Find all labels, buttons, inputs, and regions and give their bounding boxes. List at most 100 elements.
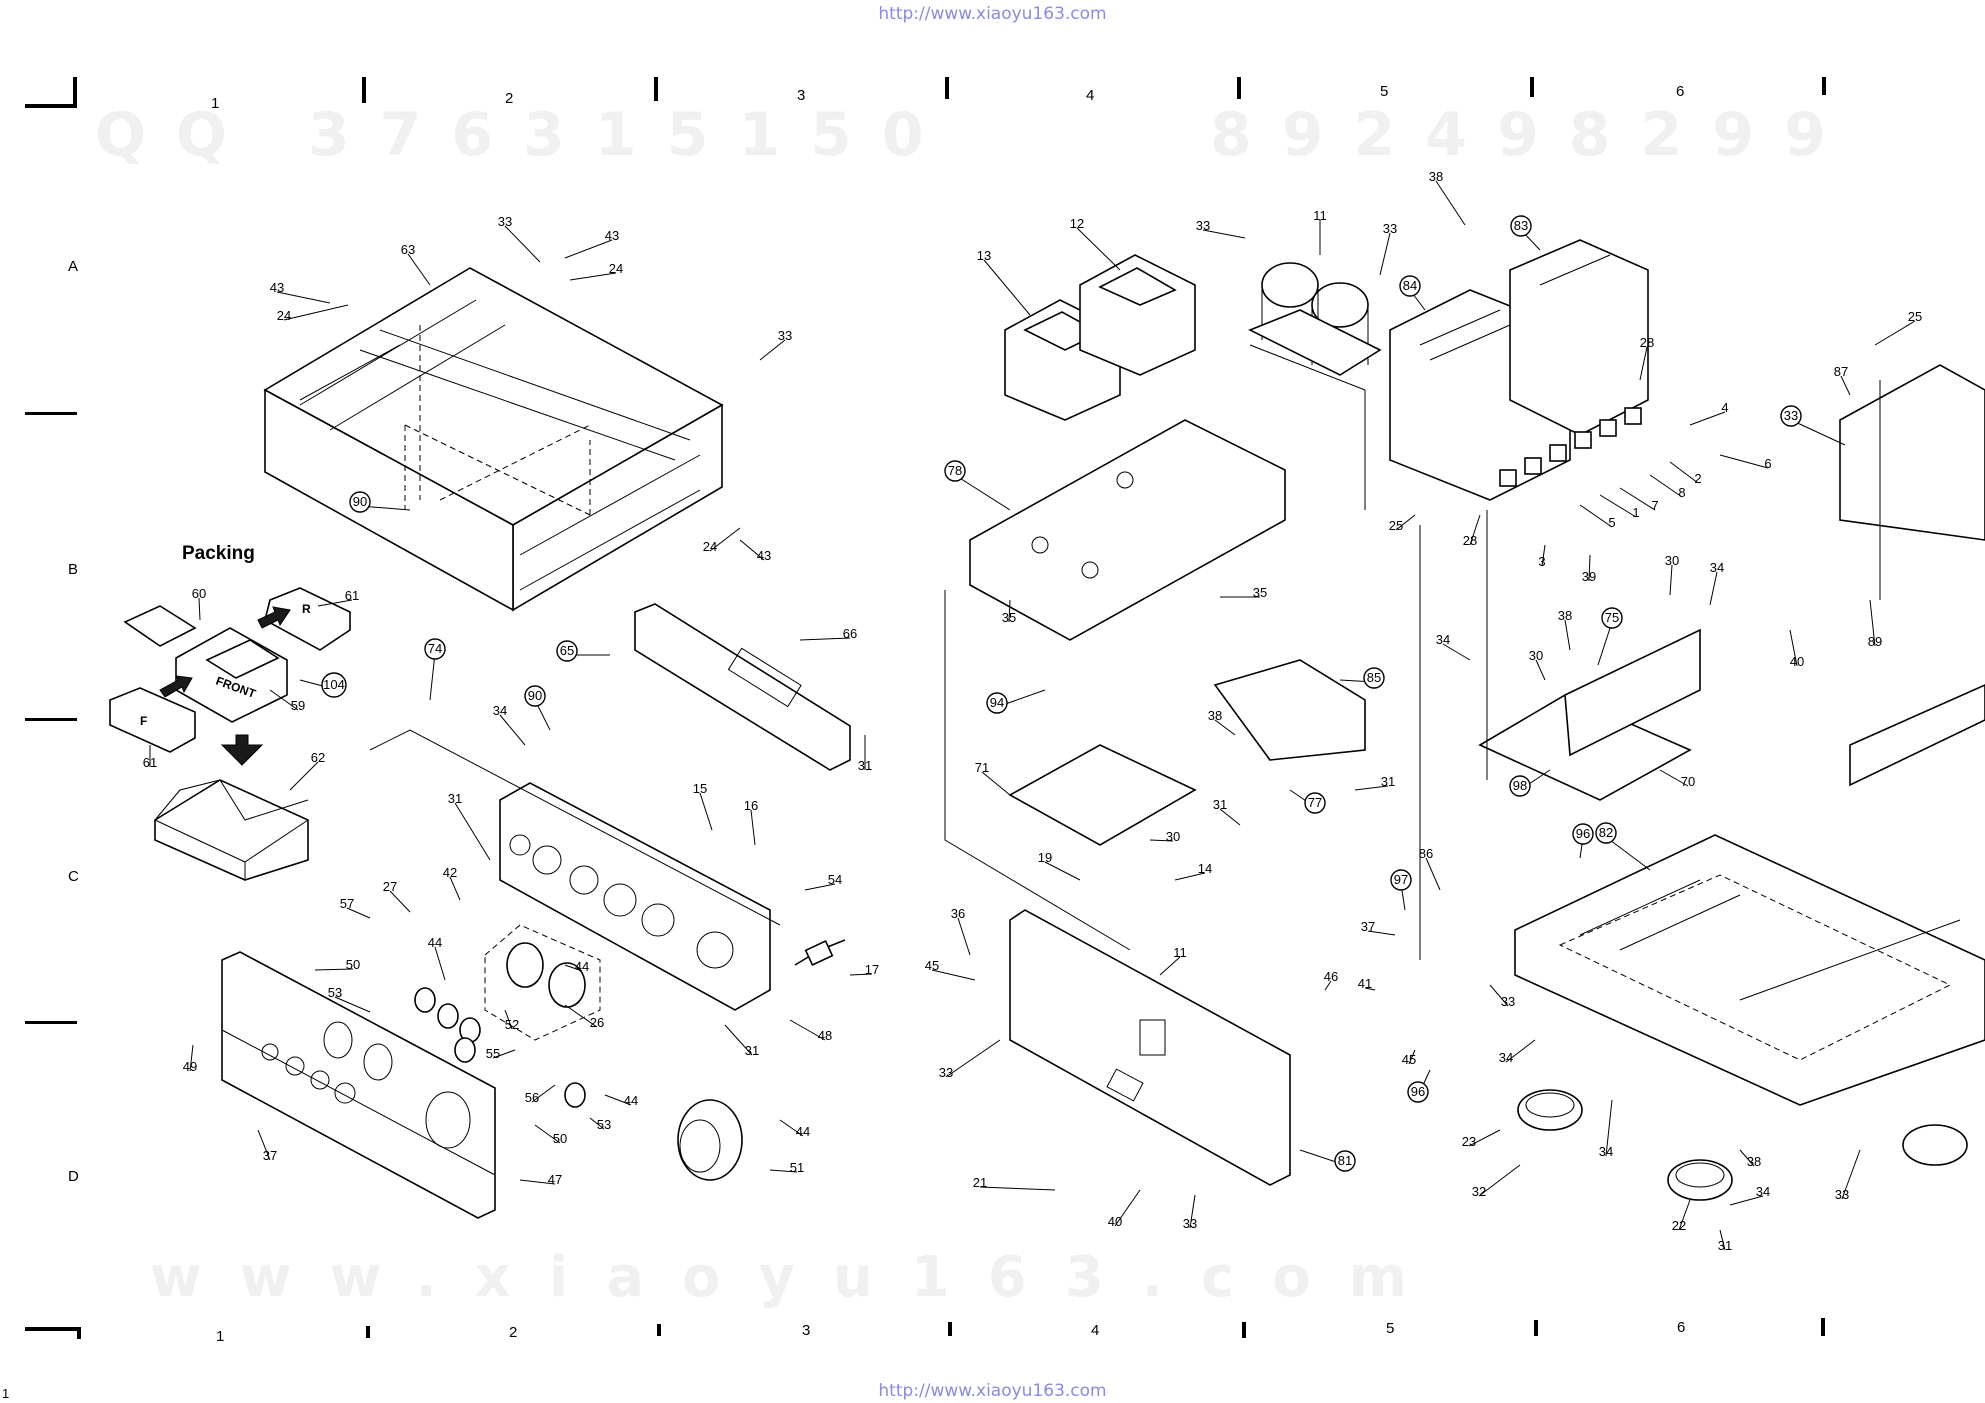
callout-circle [321,672,347,698]
part-number-33: 33 [1383,221,1397,236]
leader-line [1605,1099,1613,1157]
leader-line [1379,232,1391,276]
leader-line [1114,1189,1141,1227]
callout-circle [986,692,1008,714]
leader-line [564,964,583,972]
part-number-17: 17 [865,962,879,977]
leader-line [709,527,741,552]
leader-line [1541,544,1546,567]
leader-line [804,883,836,891]
registration-mark [366,1326,370,1338]
leader-line [1076,227,1121,271]
leader-line [1841,1149,1861,1200]
leader-line [1588,554,1591,582]
part-number-2: 2 [1694,471,1701,486]
part-number-90: 90 [353,494,367,509]
registration-mark [1242,1322,1246,1338]
leader-line [334,996,371,1013]
part-number-53: 53 [328,985,342,1000]
registration-mark [1530,77,1534,97]
leader-line [1709,571,1718,606]
part-number-84: 84 [1403,278,1417,293]
watermark-phone: 892498299 [1210,100,1856,170]
callout-circle [556,640,578,662]
transformer-12 [1079,254,1196,376]
part-number-89: 89 [1868,634,1882,649]
leader-line [1174,872,1206,881]
callout-circle [1509,775,1531,797]
leader-line [1790,419,1846,446]
leader-line [769,1169,798,1173]
leader-line [979,1186,1056,1191]
part-number-104: 104 [323,677,345,692]
leader-line [739,539,765,561]
part-number-34: 34 [1599,1144,1613,1159]
leader-line [434,946,446,981]
leader-line [499,714,526,746]
leader-line [1597,621,1613,666]
part-number-14: 14 [1198,861,1212,876]
grid-row-a: A [68,258,79,275]
part-number-77: 77 [1308,795,1322,810]
leader-line [269,689,299,711]
leader-line [1442,643,1471,661]
source-url-bottom[interactable]: http://www.xiaoyu163.com [878,1381,1107,1401]
packing-r-text: R [302,602,311,616]
source-url-top[interactable]: http://www.xiaoyu163.com [878,4,1107,24]
part-number-24: 24 [277,308,291,323]
rear-panel-81 [1009,909,1291,1186]
part-number-45: 45 [1402,1052,1416,1067]
callout-circle [1304,792,1326,814]
grid-column-5: 5 [1380,83,1389,100]
part-number-33: 33 [778,328,792,343]
leader-line [589,1117,605,1130]
page-number: 1 [2,1386,10,1401]
part-number-96: 96 [1576,826,1590,841]
part-number-31: 31 [745,1043,759,1058]
part-number-31: 31 [858,758,872,773]
part-number-24: 24 [609,261,623,276]
part-number-47: 47 [548,1172,562,1187]
grid-column-1-bottom: 1 [216,1328,225,1345]
leader-line [1219,808,1241,826]
leader-line [1189,1194,1196,1229]
leader-line [257,1129,271,1161]
part-number-51: 51 [790,1160,804,1175]
registration-mark [1821,1318,1825,1336]
callout-circle [1780,405,1802,427]
part-number-44: 44 [575,959,589,974]
knobs-52 [484,924,601,1041]
grid-column-3: 3 [797,87,806,104]
callout-circle [1407,1081,1429,1103]
part-number-98: 98 [1513,778,1527,793]
part-number-43: 43 [757,548,771,563]
heatsinks-83-84 [1389,239,1649,501]
part-number-65: 65 [560,643,574,658]
registration-mark [654,77,658,101]
part-number-37: 37 [263,1148,277,1163]
part-number-12: 12 [1070,216,1084,231]
grid-column-4-bottom: 4 [1091,1322,1100,1339]
part-number-43: 43 [605,228,619,243]
part-number-96: 96 [1411,1084,1425,1099]
registration-mark [945,77,949,99]
leader-line [1202,229,1246,239]
grid-column-5-bottom: 5 [1386,1320,1395,1337]
registration-mark [1534,1320,1538,1336]
part-number-26: 26 [590,1015,604,1030]
leader-line [849,973,873,976]
part-number-33: 33 [1196,218,1210,233]
part-number-40: 40 [1790,654,1804,669]
leader-line [1649,474,1683,498]
packing-materials: FRONT F R [109,587,351,881]
grid-row-c: C [68,868,79,885]
leader-line [504,1009,513,1030]
part-number-33: 33 [1183,1216,1197,1231]
part-number-22: 22 [1672,1218,1686,1233]
part-number-33: 33 [1501,994,1515,1009]
registration-mark [948,1322,952,1336]
part-number-54: 54 [828,872,842,887]
leader-line [1719,454,1769,469]
leader-line [1468,1129,1501,1147]
registration-mark [25,104,77,108]
